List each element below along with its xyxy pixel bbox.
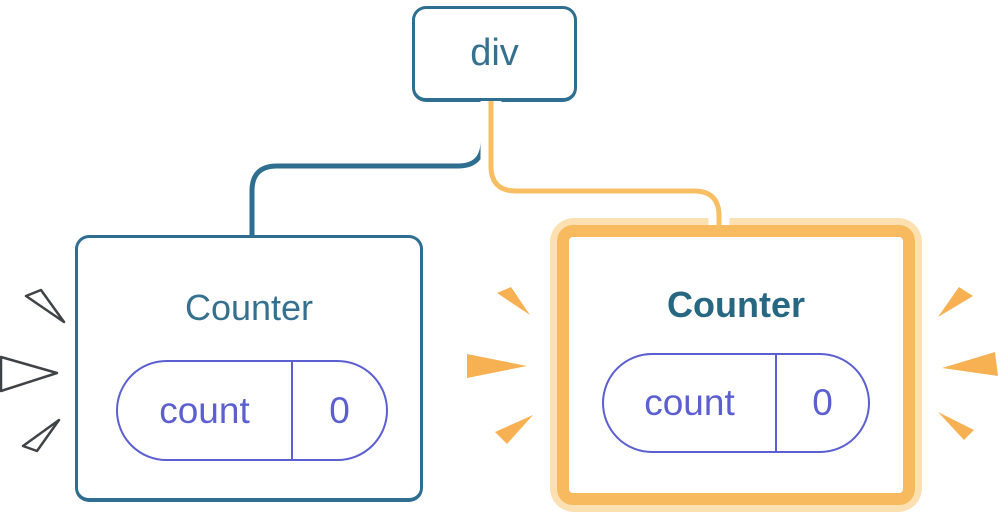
state-name-cell: count (604, 355, 777, 451)
state-name-label: count (159, 389, 250, 431)
counter-card-right: Counter count 0 (557, 225, 915, 505)
connector-right-casing (480, 101, 730, 225)
state-name-cell: count (118, 362, 293, 459)
connector-left-blue (249, 101, 486, 237)
spark-orange-icon (938, 287, 973, 317)
spark-orange-icon (938, 412, 974, 440)
spark-white-icon (0, 355, 59, 393)
spark-group-left (0, 288, 66, 453)
spark-orange-icon (942, 352, 998, 376)
spark-orange-icon (497, 287, 530, 315)
state-value-cell: 0 (293, 362, 386, 459)
root-node-label: div (470, 32, 519, 74)
spark-orange-icon (495, 415, 533, 444)
spark-group-middle (467, 287, 533, 444)
state-value-cell: 0 (777, 355, 868, 451)
spark-white-icon (24, 288, 66, 324)
counter-card-left: Counter count 0 (75, 235, 423, 502)
spark-white-icon (21, 418, 61, 453)
root-node-div: div (412, 6, 577, 102)
state-value-label: 0 (329, 389, 350, 431)
counter-title-right: Counter (667, 284, 805, 325)
spark-group-right (938, 287, 998, 440)
highlight-halo: Counter count 0 (550, 218, 922, 512)
spark-orange-icon (467, 354, 527, 378)
connector-right-orange (488, 101, 722, 230)
counter-title-left: Counter (184, 287, 314, 328)
state-pill-left: count 0 (116, 360, 388, 461)
state-pill-right: count 0 (602, 353, 870, 453)
state-name-label: count (644, 382, 735, 423)
state-value-label: 0 (812, 382, 833, 423)
